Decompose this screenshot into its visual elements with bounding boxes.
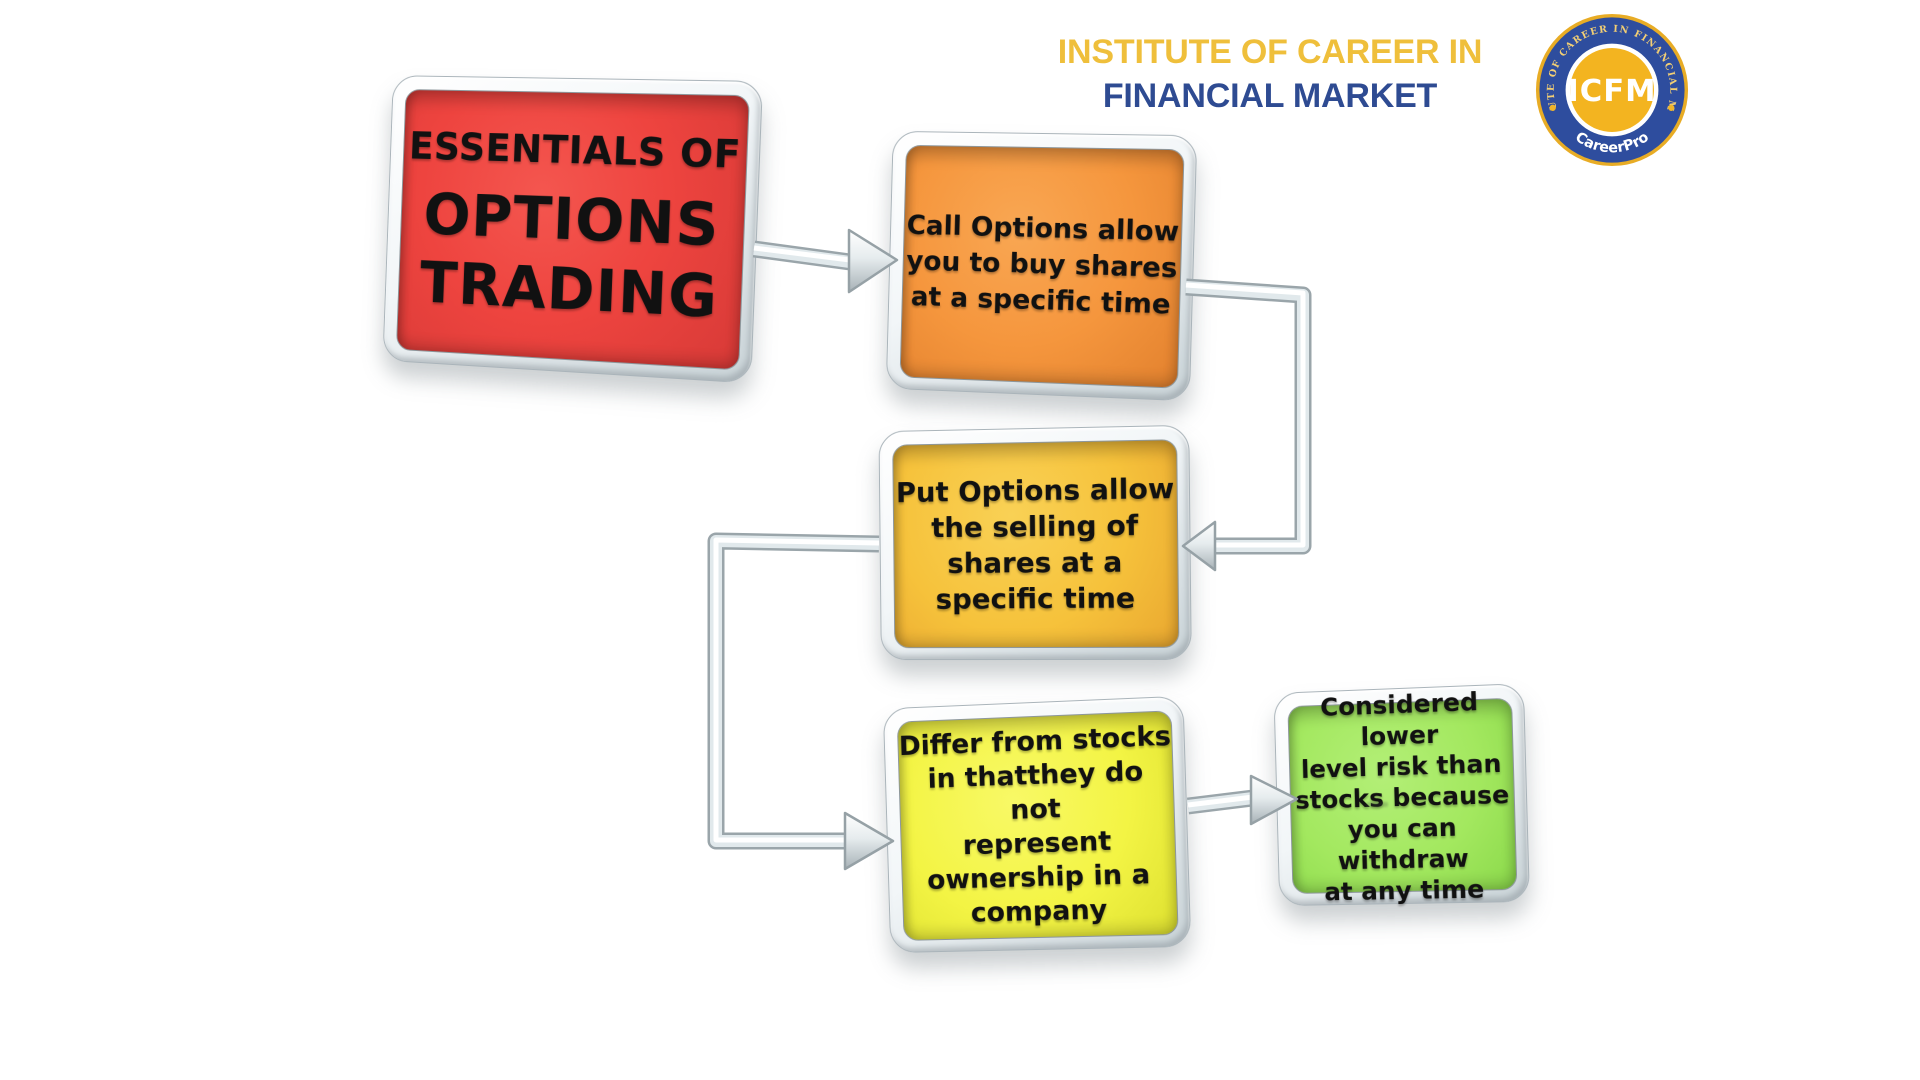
- node-differ-from-stocks: Differ from stocks in thatthey do not re…: [883, 696, 1192, 953]
- node-put-panel: Put Options allow the selling of shares …: [892, 439, 1179, 648]
- node-start-panel: ESSENTIALS OF OPTIONS TRADING: [396, 89, 750, 370]
- header-title-line2: FINANCIAL MARKET: [1000, 74, 1540, 118]
- micro-watermark-artifact: [1366, 802, 1388, 807]
- node-differ-text: Differ from stocks in thatthey do not re…: [898, 719, 1177, 932]
- node-essentials-of-options-trading: ESSENTIALS OF OPTIONS TRADING: [382, 75, 763, 383]
- logo-left-dot: [1550, 105, 1556, 111]
- icfm-logo-badge: INSTITUTE OF CAREER IN FINANCIAL MARKET …: [1533, 12, 1691, 170]
- logo-right-dot: [1668, 105, 1674, 111]
- node-call-options: Call Options allow you to buy shares at …: [886, 131, 1198, 402]
- pipe-call-to-put: [1183, 285, 1303, 570]
- pipe-put-to-differ: [716, 540, 893, 869]
- node-start-line3: TRADING: [419, 248, 720, 333]
- node-call-text: Call Options allow you to buy shares at …: [904, 208, 1179, 324]
- arrow-start-to-call: [754, 230, 897, 292]
- node-start-line2: OPTIONS: [422, 179, 721, 260]
- node-start-line1: ESSENTIALS OF: [408, 124, 742, 177]
- node-risk-text: Considered lower level risk than stocks …: [1288, 684, 1517, 907]
- logo-monogram: ICFM: [1567, 74, 1656, 109]
- node-risk-panel: Considered lower level risk than stocks …: [1287, 698, 1517, 894]
- header-title-line1: INSTITUTE OF CAREER IN: [1000, 30, 1540, 74]
- node-call-panel: Call Options allow you to buy shares at …: [900, 145, 1185, 389]
- node-put-options: Put Options allow the selling of shares …: [879, 425, 1192, 660]
- node-put-text: Put Options allow the selling of shares …: [896, 471, 1176, 618]
- node-lower-risk: Considered lower level risk than stocks …: [1273, 683, 1530, 906]
- header: INSTITUTE OF CAREER IN FINANCIAL MARKET: [1000, 30, 1540, 118]
- node-differ-panel: Differ from stocks in thatthey do not re…: [897, 710, 1179, 941]
